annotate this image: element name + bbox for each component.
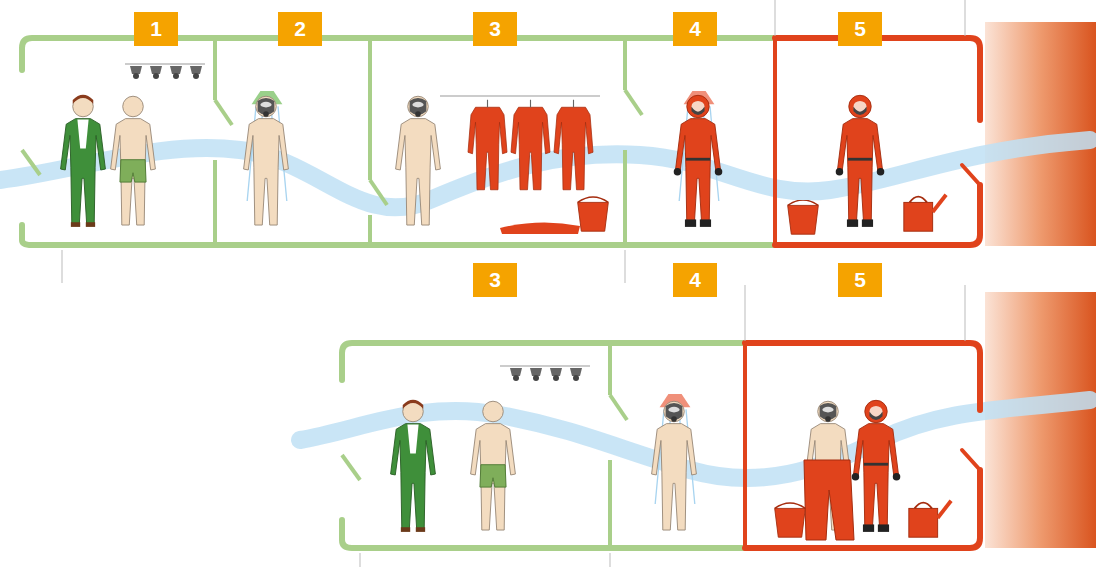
callout-number: 3	[473, 263, 517, 297]
callout-number: 4	[673, 12, 717, 46]
callout-number: 5	[838, 263, 882, 297]
callout-number: 2	[278, 12, 322, 46]
callout-number: 4	[673, 263, 717, 297]
callout-number: 1	[134, 12, 178, 46]
callout-number: 3	[473, 12, 517, 46]
callout-number: 5	[838, 12, 882, 46]
